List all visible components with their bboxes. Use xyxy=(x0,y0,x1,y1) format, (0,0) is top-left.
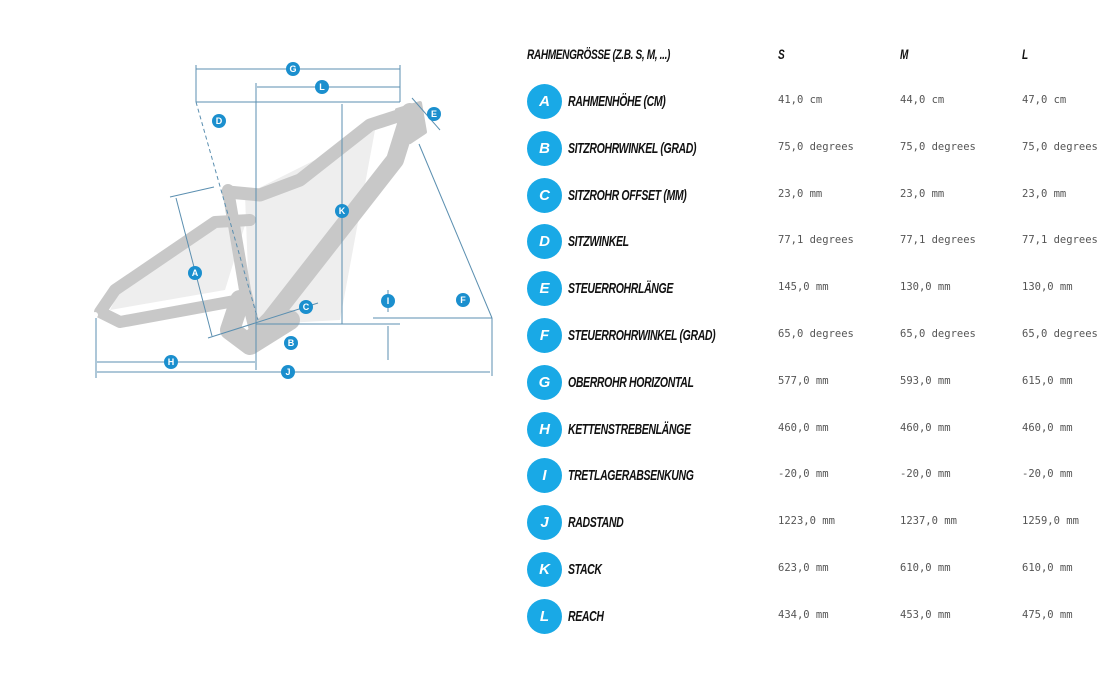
measurement-label: STACK xyxy=(568,561,602,578)
diagram-label-b: B xyxy=(288,338,295,348)
measurement-label: OBERROHR HORIZONTAL xyxy=(568,373,694,391)
table-row: E STEUERROHRLÄNGE 145,0 mm 130,0 mm 130,0 mm xyxy=(527,271,1117,311)
measurement-label: RAHMENHÖHE (CM) xyxy=(568,93,666,110)
dimension-label-badges: G L D E K A C B I F H J xyxy=(164,62,470,379)
letter-badge: I xyxy=(527,458,562,494)
measurement-value: 1223,0 mm xyxy=(778,515,835,528)
measurement-value: 65,0 degrees xyxy=(778,328,854,340)
size-header-m: M xyxy=(900,46,909,62)
measurement-value: 75,0 degrees xyxy=(778,140,854,153)
diagram-label-h: H xyxy=(168,357,175,367)
diagram-label-d: D xyxy=(216,116,223,126)
measurement-label: SITZROHR OFFSET (MM) xyxy=(568,186,687,204)
measurement-value: 453,0 mm xyxy=(900,608,951,621)
measurement-value: -20,0 mm xyxy=(1022,468,1073,481)
measurement-value: 44,0 cm xyxy=(900,94,945,106)
letter-badge: B xyxy=(527,130,562,166)
letter-badge: F xyxy=(527,318,562,353)
letter-badge: D xyxy=(527,224,562,260)
measurement-value: 623,0 mm xyxy=(778,562,829,574)
measurement-value: 434,0 mm xyxy=(778,608,829,621)
size-header-s: S xyxy=(778,46,785,62)
letter-badge: C xyxy=(527,177,562,213)
letter-badge: H xyxy=(527,411,562,447)
letter-badge: G xyxy=(527,364,562,400)
diagram-label-f: F xyxy=(460,295,466,305)
measurement-value: 130,0 mm xyxy=(900,281,951,294)
table-row: G OBERROHR HORIZONTAL 577,0 mm 593,0 mm 615,… xyxy=(527,364,1117,405)
table-row: C SITZROHR OFFSET (MM) 23,0 mm 23,0 mm 23,0 … xyxy=(527,177,1117,218)
measurement-value: 615,0 mm xyxy=(1022,374,1073,387)
diagram-label-g: G xyxy=(289,64,296,74)
letter-badge: L xyxy=(527,598,562,634)
table-row: I TRETLAGERABSENKUNG -20,0 mm -20,0 mm -20,0… xyxy=(527,458,1117,498)
letter-badge: K xyxy=(527,552,562,587)
measurement-value: 460,0 mm xyxy=(1022,421,1073,434)
measurement-value: 475,0 mm xyxy=(1022,608,1073,621)
diagram-label-a: A xyxy=(192,268,199,278)
measurement-value: -20,0 mm xyxy=(778,468,829,481)
measurement-label: SITZWINKEL xyxy=(568,233,629,251)
letter-badge: J xyxy=(527,505,562,541)
measurement-value: 65,0 degrees xyxy=(900,328,976,340)
diagram-label-e: E xyxy=(431,109,437,119)
measurement-value: 75,0 degrees xyxy=(1022,140,1098,153)
measurement-value: 77,1 degrees xyxy=(778,234,854,247)
diagram-label-c: C xyxy=(303,302,310,312)
measurement-value: 145,0 mm xyxy=(778,281,829,294)
table-row: A RAHMENHÖHE (CM) 41,0 cm 44,0 cm 47,0 cm xyxy=(527,84,1117,124)
measurement-label: TRETLAGERABSENKUNG xyxy=(568,467,694,485)
measurement-value: 23,0 mm xyxy=(778,187,823,200)
measurement-value: 593,0 mm xyxy=(900,374,951,387)
frame-fill xyxy=(110,222,245,310)
measurement-label: KETTENSTREBENLÄNGE xyxy=(568,420,691,438)
measurement-value: 577,0 mm xyxy=(778,374,829,387)
measurement-value: 23,0 mm xyxy=(1022,187,1067,200)
frame-fill-main xyxy=(245,130,375,325)
measurement-value: 23,0 mm xyxy=(900,187,945,200)
table-row: L REACH 434,0 mm 453,0 mm 475,0 mm xyxy=(527,598,1117,639)
bike-frame xyxy=(92,101,427,355)
measurement-value: 65,0 degrees xyxy=(1022,328,1098,340)
diagram-label-l: L xyxy=(319,82,325,92)
frame-geometry-diagram: G L D E K A C B I F H J xyxy=(92,62,493,379)
table-row: B SITZROHRWINKEL (GRAD) 75,0 degrees 75,0 d… xyxy=(527,130,1117,171)
measurement-label: SITZROHRWINKEL (GRAD) xyxy=(568,139,697,157)
measurement-value: 610,0 mm xyxy=(900,562,951,574)
diagram-label-i: I xyxy=(387,296,390,306)
diagram-label-k: K xyxy=(339,206,346,216)
measurement-value: 610,0 mm xyxy=(1022,562,1073,574)
measurement-value: 77,1 degrees xyxy=(900,234,976,247)
table-row: K STACK 623,0 mm 610,0 mm 610,0 mm xyxy=(527,552,1117,592)
measurement-value: -20,0 mm xyxy=(900,468,951,481)
table-row: D SITZWINKEL 77,1 degrees 77,1 degrees 77,1 … xyxy=(527,224,1117,264)
frame-size-header: RAHMENGRÖSSE (Z.B. S, M, ...) xyxy=(527,46,671,62)
measurement-value: 1259,0 mm xyxy=(1022,515,1079,528)
table-row: H KETTENSTREBENLÄNGE 460,0 mm 460,0 mm 460,0… xyxy=(527,411,1117,452)
letter-badge: A xyxy=(527,84,562,119)
measurement-value: 1237,0 mm xyxy=(900,515,957,528)
measurement-label: STEUERROHRLÄNGE xyxy=(568,280,674,298)
size-header-l: L xyxy=(1022,46,1028,62)
measurement-label: REACH xyxy=(568,607,604,625)
letter-badge: E xyxy=(527,271,562,307)
measurement-value: 130,0 mm xyxy=(1022,281,1073,294)
measurement-value: 460,0 mm xyxy=(778,421,829,434)
measurement-value: 460,0 mm xyxy=(900,421,951,434)
diagram-label-j: J xyxy=(285,367,290,377)
measurement-label: RADSTAND xyxy=(568,514,624,532)
measurement-value: 77,1 degrees xyxy=(1022,234,1098,247)
measurement-label: STEUERROHRWINKEL (GRAD) xyxy=(568,327,716,344)
measurement-value: 75,0 degrees xyxy=(900,140,976,153)
table-row: J RADSTAND 1223,0 mm 1237,0 mm 1259,0 mm xyxy=(527,505,1117,545)
measurement-value: 41,0 cm xyxy=(778,94,823,106)
table-row: F STEUERROHRWINKEL (GRAD) 65,0 degrees 65,0… xyxy=(527,318,1117,358)
measurement-value: 47,0 cm xyxy=(1022,94,1067,106)
